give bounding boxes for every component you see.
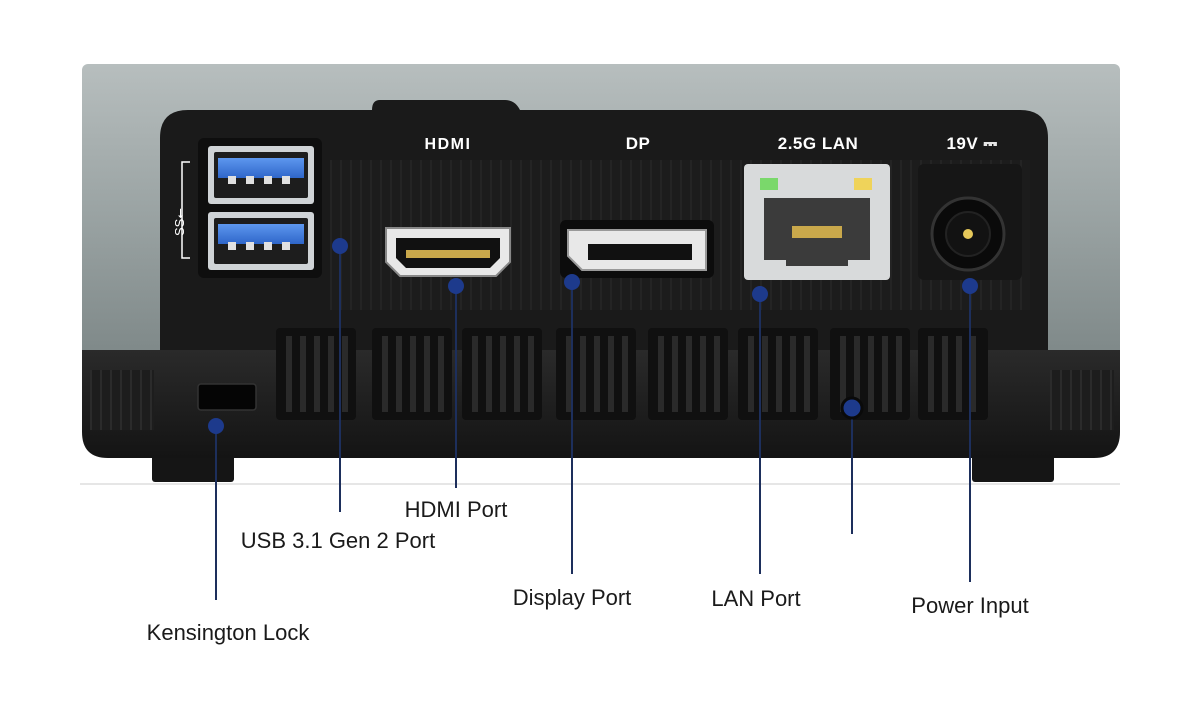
vent xyxy=(556,328,636,420)
usb-bracket xyxy=(181,161,190,259)
lan-port: 2.5G LAN xyxy=(744,134,890,280)
hdmi-port: HDMI xyxy=(385,136,511,277)
kensington-lock-slot xyxy=(197,383,257,411)
vent xyxy=(918,328,988,420)
callout-power-input: Power Input xyxy=(911,593,1028,618)
dp-label: DP xyxy=(626,134,651,153)
leader-lines xyxy=(208,238,978,600)
vent-grilles xyxy=(276,328,988,420)
vent xyxy=(276,328,356,420)
right-foot xyxy=(972,452,1054,482)
usb-port xyxy=(208,146,314,204)
side-ribs-left xyxy=(90,370,154,430)
callout-kensington-lock: Kensington Lock xyxy=(147,620,311,645)
vent xyxy=(462,328,542,420)
vent xyxy=(648,328,728,420)
displayport-port: DP xyxy=(560,134,714,278)
vent xyxy=(372,328,452,420)
kensington-dot xyxy=(208,418,224,434)
unlabeled-dot xyxy=(840,396,864,420)
callout-usb-port: USB 3.1 Gen 2 Port xyxy=(241,528,435,553)
usb-port xyxy=(208,212,314,270)
vent xyxy=(738,328,818,420)
hdmi-label: HDMI xyxy=(425,136,472,153)
lan-dot xyxy=(752,286,768,302)
callout-lan-port: LAN Port xyxy=(711,586,800,611)
callout-display-port: Display Port xyxy=(513,585,632,610)
callout-hdmi-port: HDMI Port xyxy=(405,497,508,522)
usb-ports: SS⭠ xyxy=(172,138,322,278)
usb-ss-logo: SS⭠ xyxy=(172,208,187,236)
hdmi-dot xyxy=(448,278,464,294)
side-ribs-right xyxy=(1050,370,1114,430)
power-dot xyxy=(962,278,978,294)
usb-dot xyxy=(332,238,348,254)
dp-dot xyxy=(564,274,580,290)
lan-label: 2.5G LAN xyxy=(778,134,859,153)
power-port: 19V ⎓ xyxy=(918,134,1022,280)
power-label: 19V ⎓ xyxy=(946,134,997,153)
left-foot xyxy=(152,452,234,482)
